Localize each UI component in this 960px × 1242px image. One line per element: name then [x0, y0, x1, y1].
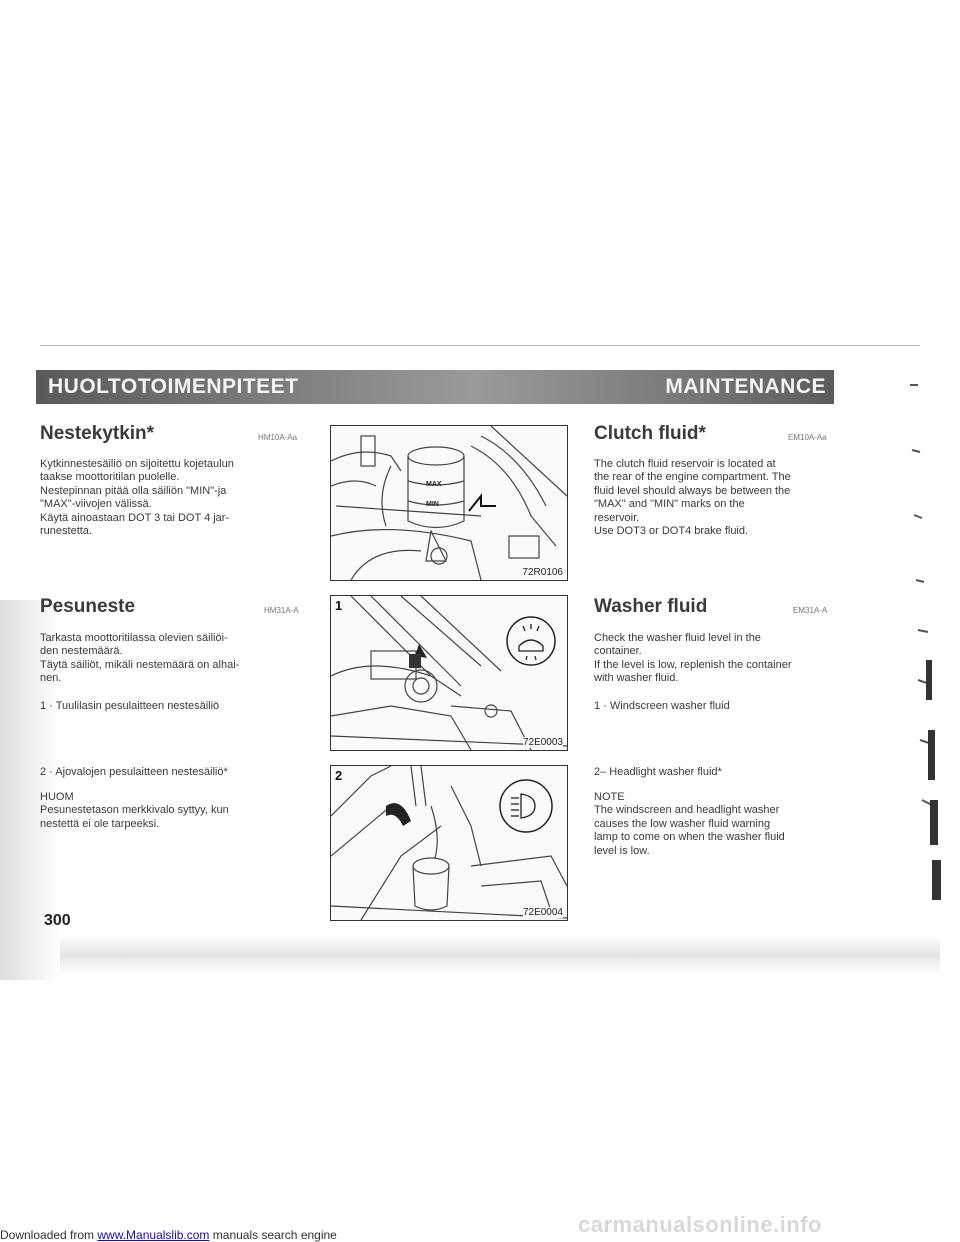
line: fluid level should always be between the: [594, 484, 791, 497]
heading-nestekytkin: Nestekytkin*: [40, 423, 154, 445]
max-mark: MAX: [426, 481, 442, 488]
line: Täytä säiliöt, mikäli nestemäärä on alha…: [40, 658, 240, 671]
page-number: 300: [44, 912, 71, 929]
heading-pesuneste: Pesuneste: [40, 596, 135, 618]
heading-star: *: [698, 423, 706, 444]
watermark: carmanualsonline.info: [578, 1212, 822, 1237]
headlight-washer-drawing: [331, 766, 567, 920]
scan-shadow-bottom: [60, 935, 940, 975]
line: Pesunestetason merkkivalo syttyy, kun: [40, 804, 229, 817]
manualslib-link[interactable]: www.Manualslib.com: [97, 1228, 210, 1242]
line: level is low.: [594, 844, 650, 857]
heading-text: Clutch fluid: [594, 423, 699, 444]
banner-title-en: MAINTENANCE: [665, 375, 826, 398]
windscreen-washer-drawing: [331, 596, 567, 750]
scan-edge-marks: [910, 384, 941, 900]
figure-label: 2: [335, 768, 343, 783]
line: "MAX" and "MIN" marks on the: [594, 498, 745, 511]
para-pesuneste: Tarkasta moottoritilassa olevien säiliöi…: [40, 632, 239, 686]
heading-star: *: [146, 423, 155, 444]
code-em10a: EM10A-Aa: [788, 433, 827, 442]
footer-prefix: Downloaded from: [0, 1228, 98, 1242]
line: Kytkinnestesäiliö on sijoitettu kojetaul…: [40, 458, 234, 470]
line: If the level is low, replenish the conta…: [594, 658, 792, 671]
line: Nestepinnan pitää olla säiliön "MIN"-ja: [40, 484, 227, 497]
line: Use DOT3 or DOT4 brake fluid.: [594, 525, 749, 538]
line: lamp to come on when the washer fluid: [594, 831, 785, 844]
code-em31a: EM31A-A: [793, 606, 828, 615]
section-banner: HUOLTOTOIMENPITEET MAINTENANCE: [36, 370, 834, 404]
line: den nestemäärä.: [40, 645, 123, 658]
figure-windscreen-washer: 1 72E0003: [330, 595, 568, 751]
line: nestettä ei ole tarpeeksi.: [40, 817, 160, 830]
line: "MAX"-viivojen välissä.: [40, 498, 152, 511]
download-footer: Downloaded from www.Manualslib.com manua…: [0, 1228, 337, 1242]
figure-code: 72E0003: [522, 737, 563, 748]
line: The clutch fluid reservoir is located at: [594, 458, 776, 470]
note-en: NOTE The windscreen and headlight washer…: [594, 791, 785, 858]
top-rule: [40, 345, 920, 346]
figure-label: 1: [335, 598, 343, 613]
clutch-reservoir-drawing: MAX MIN: [331, 426, 567, 580]
item-1-fi: 1 · Tuulilasin pesulaitteen nestesäiliö: [40, 700, 220, 712]
para-clutch-fluid: The clutch fluid reservoir is located at…: [594, 458, 791, 538]
note-title: HUOM: [40, 791, 74, 803]
line: reservoir.: [594, 511, 640, 524]
min-mark: MIN: [426, 501, 439, 508]
code-hm10a: HM10A-Aa: [258, 433, 298, 442]
heading-text: Nestekytkin: [40, 423, 147, 444]
scan-shadow-left: [0, 600, 60, 980]
figure-code: 72E0004: [522, 907, 563, 918]
heading-clutch-fluid: Clutch fluid*: [594, 423, 706, 445]
note-title: NOTE: [594, 791, 625, 803]
footer-suffix: manuals search engine: [209, 1228, 337, 1242]
item-2-fi: 2 · Ajovalojen pesulaitteen nestesäiliö*: [40, 766, 228, 778]
figure-code: 72R0106: [522, 567, 563, 578]
para-nestekytkin: Kytkinnestesäiliö on sijoitettu kojetaul…: [40, 458, 234, 538]
code-hm31a: HM31A-A: [264, 606, 299, 615]
figure-clutch-reservoir: MAX MIN 72R0106: [330, 425, 568, 581]
note-fi: HUOM Pesunestetason merkkivalo syttyy, k…: [40, 791, 229, 831]
line: Tarkasta moottoritilassa olevien säiliöi…: [40, 632, 228, 644]
figure-headlight-washer: 2 72E0004: [330, 765, 568, 921]
heading-text: Washer fluid: [594, 596, 708, 617]
line: The windscreen and headlight washer: [594, 804, 780, 817]
para-washer-fluid: Check the washer fluid level in the cont…: [594, 632, 792, 686]
heading-text: Pesuneste: [40, 596, 136, 617]
line: runestetta.: [40, 525, 92, 538]
line: with washer fluid.: [594, 672, 679, 685]
item-2-en: 2– Headlight washer fluid*: [594, 766, 722, 778]
line: nen.: [40, 672, 62, 685]
line: causes the low washer fluid warning: [594, 817, 771, 830]
line: Käytä ainoastaan DOT 3 tai DOT 4 jar-: [40, 511, 230, 524]
item-1-en: 1 · Windscreen washer fluid: [594, 700, 730, 712]
line: container.: [594, 645, 642, 658]
heading-washer-fluid: Washer fluid: [594, 596, 707, 618]
line: Check the washer fluid level in the: [594, 632, 761, 644]
line: taakse moottoritilan puolelle.: [40, 471, 180, 484]
line: the rear of the engine compartment. The: [594, 471, 791, 484]
banner-title-fi: HUOLTOTOIMENPITEET: [48, 375, 299, 398]
